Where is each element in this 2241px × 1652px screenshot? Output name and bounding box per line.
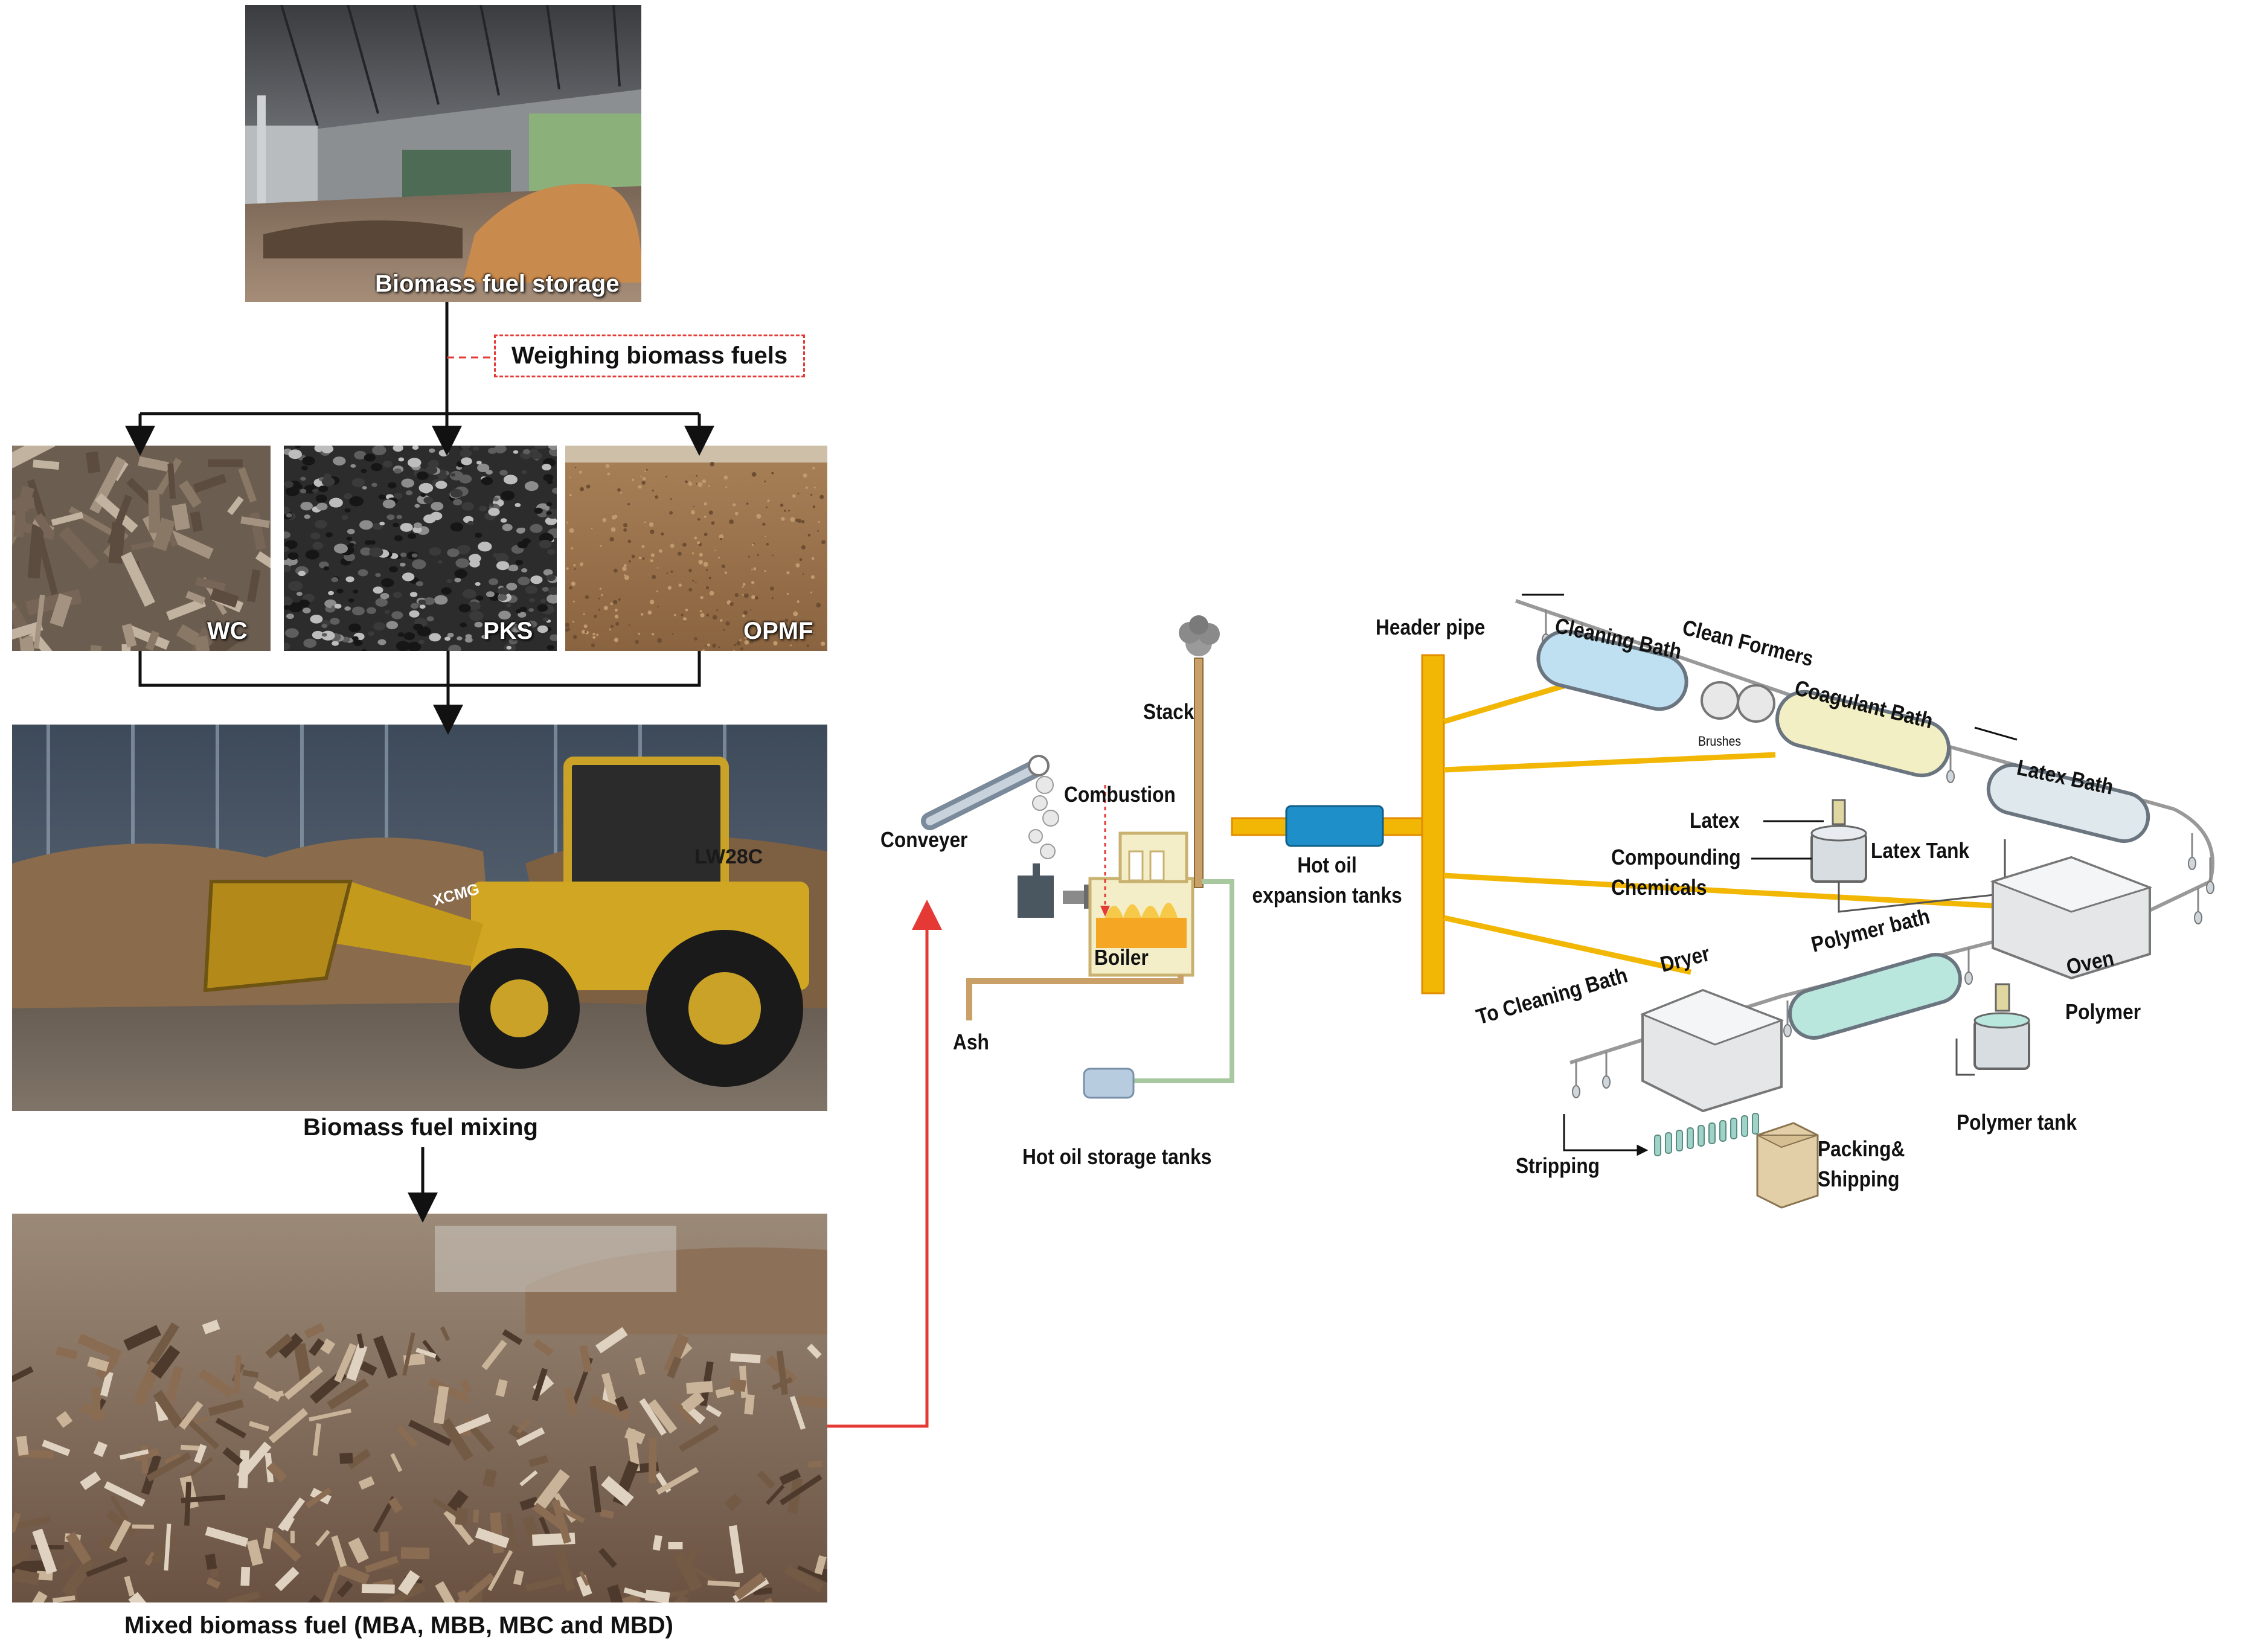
coagulant-bath-icon [1775, 690, 1951, 778]
label-conveyer: Conveyer [880, 827, 968, 852]
stack-icon [1179, 615, 1220, 888]
storage-photo-art [245, 5, 641, 302]
polymer-bath-icon [1788, 953, 1962, 1040]
packing-box-icon [1756, 1122, 1819, 1209]
merge-bar [138, 651, 701, 687]
oven-icon [1990, 856, 2153, 980]
conveyer-belt [921, 755, 1050, 830]
label-polymer: Polymer [2065, 999, 2141, 1024]
oil-return-pipe [1132, 879, 1234, 1083]
fuel-photo-wc-label: WC [207, 618, 248, 644]
label-latex-tank: Latex Tank [1871, 838, 1970, 863]
label-combustion: Combustion [1064, 782, 1176, 807]
expansion-tank-icon [1285, 805, 1384, 847]
ash-duct [966, 975, 1184, 1020]
mixed-fuel-photo [12, 1214, 827, 1602]
label-stack: Stack [1143, 699, 1194, 724]
label-hot-oil-expansion: Hot oil expansion tanks [1250, 850, 1404, 911]
label-compounding-chemicals-text: Compounding Chemicals [1611, 845, 1741, 900]
label-ash: Ash [953, 1029, 989, 1054]
loader-model-text: LW28C [694, 845, 763, 868]
mixing-photo: LW28C XCMG [12, 725, 827, 1111]
label-hot-oil-storage: Hot oil storage tanks [1022, 1144, 1212, 1169]
fuel-photo-wc: WC [12, 446, 271, 651]
header-branches [1443, 679, 1993, 975]
polymer-tank-icon [1955, 983, 2030, 1076]
mixed-fuel-caption: Mixed biomass fuel (MBA, MBB, MBC and MB… [124, 1612, 673, 1639]
label-header-pipe: Header pipe [1376, 615, 1486, 639]
storage-photo-label: Biomass fuel storage [375, 271, 620, 297]
label-pointers [1522, 594, 2018, 860]
fuel-to-conveyer-red-arrow [827, 900, 942, 1428]
falling-fuel-icon [1028, 776, 1059, 859]
label-latex: Latex [1690, 808, 1740, 833]
cleaning-bath-icon [1536, 629, 1688, 711]
fuel-photo-opmf: OPMF [565, 446, 827, 651]
fuel-photo-opmf-label: OPMF [743, 618, 813, 644]
label-stripping: Stripping [1516, 1153, 1600, 1178]
header-pipe-icon [1421, 654, 1445, 994]
fuel-photo-pks: PKS [284, 446, 557, 651]
mixed-fuel-photo-art [12, 1214, 827, 1602]
latex-tank-icon [1810, 799, 2006, 913]
pks-photo-art [284, 446, 557, 651]
latex-bath-icon [1986, 763, 2150, 843]
fuel-photo-pks-label: PKS [483, 618, 533, 644]
brushes-icon [1701, 681, 1775, 723]
label-polymer-tank: Polymer tank [1957, 1110, 2077, 1135]
mixing-photo-art: LW28C XCMG [12, 725, 827, 1111]
dryer-icon [1640, 988, 1784, 1113]
label-packing-shipping: Packing& Shipping [1818, 1134, 1908, 1194]
label-compounding-chemicals: Compounding Chemicals [1611, 842, 1749, 903]
label-brushes: Brushes [1698, 734, 1742, 749]
label-hot-oil-expansion-text: Hot oil expansion tanks [1252, 853, 1402, 908]
stripped-gloves-icon [1654, 1113, 1759, 1156]
boiler-icon [1088, 785, 1194, 977]
hot-oil-storage-tank-icon [1083, 1068, 1135, 1099]
wc-photo-art [12, 446, 271, 651]
mixing-caption: Biomass fuel mixing [303, 1114, 538, 1141]
weighing-box: Weighing biomass fuels [494, 335, 806, 377]
storage-photo: Biomass fuel storage [245, 5, 641, 302]
label-boiler: Boiler [1094, 945, 1149, 970]
label-packing-shipping-text: Packing& Shipping [1818, 1136, 1905, 1191]
stripping-arrow [1563, 1114, 1649, 1156]
